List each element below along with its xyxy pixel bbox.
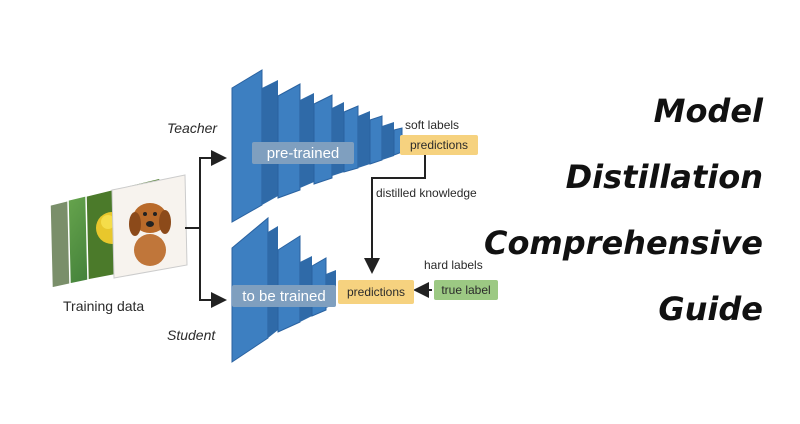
pretrained-box: pre-trained: [252, 142, 354, 164]
hard-labels-label: hard labels: [424, 258, 483, 272]
distilled-knowledge-label: distilled knowledge: [376, 186, 477, 200]
true-label-box: true label: [434, 280, 498, 300]
teacher-predictions-box: predictions: [400, 135, 478, 155]
teacher-label: Teacher: [167, 120, 218, 136]
student-label: Student: [167, 327, 216, 343]
training-data-images: [49, 174, 188, 289]
title-line-1: Model: [653, 92, 763, 130]
student-predictions-box: predictions: [338, 280, 414, 304]
training-data-label: Training data: [63, 298, 145, 314]
to-be-trained-box: to be trained: [232, 285, 336, 307]
distilled-knowledge-arrow: [364, 155, 426, 274]
title-line-3: Comprehensive: [483, 224, 763, 262]
title-line-2: Distillation: [565, 158, 763, 196]
soft-labels-label: soft labels: [405, 118, 460, 132]
title-line-4: Guide: [658, 290, 763, 328]
dog-head-shape: [133, 203, 167, 233]
training-arrows: [185, 150, 227, 308]
